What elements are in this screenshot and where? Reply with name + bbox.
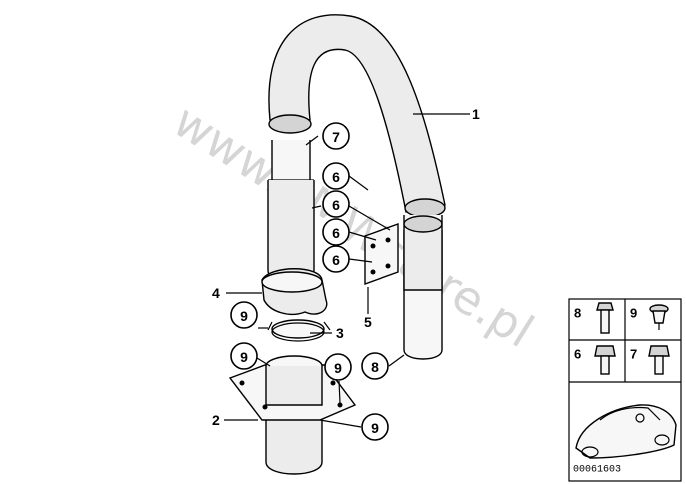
fastener-table: 8 9 6 7 [568, 298, 682, 482]
callout-7: 7 [322, 122, 350, 150]
svg-text:6: 6 [332, 252, 340, 268]
callout-9b: 9 [230, 342, 258, 370]
svg-text:9: 9 [240, 349, 248, 365]
svg-text:9: 9 [371, 420, 379, 436]
callout-6d: 6 [322, 245, 350, 273]
table-cell-7: 7 [630, 347, 637, 362]
svg-text:8: 8 [371, 359, 379, 375]
svg-text:6: 6 [332, 197, 340, 213]
callout-8: 8 [361, 352, 389, 380]
clamp-ring [267, 319, 331, 342]
svg-text:9: 9 [334, 360, 342, 376]
svg-text:7: 7 [332, 129, 340, 145]
svg-text:6: 6 [332, 225, 340, 241]
callout-6c: 6 [322, 218, 350, 246]
car-location-icon [575, 404, 677, 459]
label-1: 1 [472, 106, 480, 122]
watermark: www.BMWstore.pl [164, 94, 543, 359]
leader-lines [224, 113, 470, 428]
label-3: 3 [336, 325, 344, 341]
label-5: 5 [364, 314, 372, 330]
table-cell-9: 9 [630, 306, 637, 321]
label-2: 2 [212, 412, 220, 428]
label-4: 4 [212, 285, 220, 301]
hex-bolt-short-icon [648, 345, 670, 375]
hex-bolt-icon [596, 302, 614, 334]
svg-text:9: 9 [240, 308, 248, 324]
holder-base [228, 355, 357, 475]
reference-number: 00061603 [573, 465, 621, 476]
callout-9c: 9 [324, 353, 352, 381]
table-cell-8: 8 [574, 306, 581, 321]
table-cell-6: 6 [574, 347, 581, 362]
torx-screw-icon [649, 304, 669, 330]
bent-pipe [267, 14, 446, 360]
funnel-cover [261, 268, 328, 316]
callout-9d: 9 [361, 413, 389, 441]
svg-text:6: 6 [332, 169, 340, 185]
callout-9a: 9 [230, 301, 258, 329]
flange-bolt-icon [594, 345, 616, 375]
callout-6b: 6 [322, 190, 350, 218]
callout-6a: 6 [322, 162, 350, 190]
